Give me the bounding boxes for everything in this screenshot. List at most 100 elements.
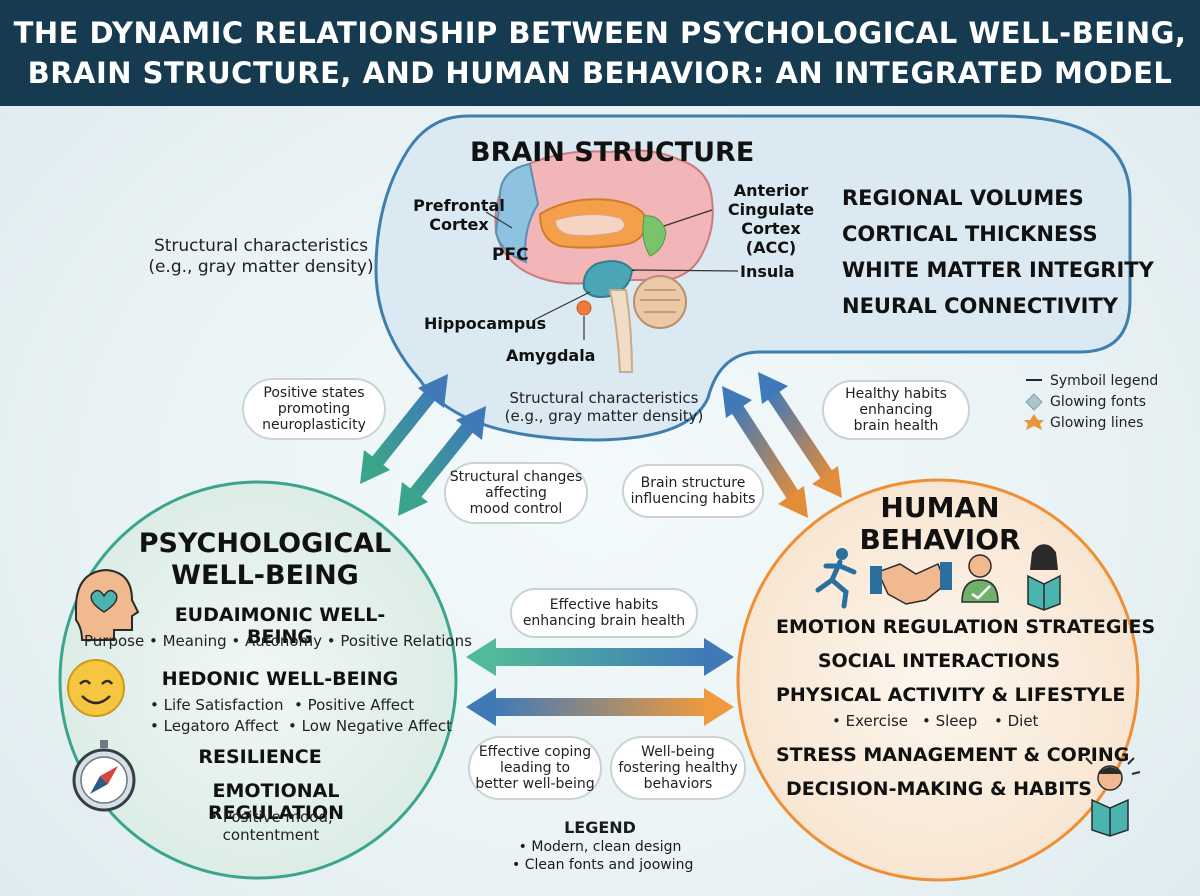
metric-cortical-thickness: CORTICAL THICKNESS: [842, 222, 1098, 246]
star-arrow-icon: [1024, 414, 1044, 430]
acc-label: Anterior Cingulate Cortex (ACC): [714, 181, 828, 257]
bubble-brain-influencing-line-1: Brain structure: [640, 475, 746, 491]
bubble-structural-changes-line-2: affecting: [485, 485, 547, 501]
lifestyle-diet: • Diet: [994, 712, 1039, 730]
bubble-effective-coping-line-1: Effective coping: [478, 744, 592, 760]
person-reading-icon: [1027, 544, 1061, 611]
symbol-legend-glowing-fonts: Glowing fonts: [1050, 393, 1147, 410]
arrow-wb-brain-1: [360, 374, 448, 484]
behavior-physical-activity: PHYSICAL ACTIVITY & LIFESTYLE: [776, 684, 1126, 706]
wellbeing-circle: [58, 480, 458, 880]
arrow-brain-behavior-1: [722, 386, 808, 518]
bubble-positive-states-line-1: Positive states: [263, 385, 365, 401]
legend-title: LEGEND: [564, 818, 636, 837]
hedonic-low-negative-affect: • Low Negative Affect: [288, 717, 452, 735]
brain-structure-heading: BRAIN STRUCTURE: [470, 137, 755, 168]
running-person-icon: [815, 548, 857, 609]
hippocampus-label: Hippocampus: [424, 314, 547, 333]
side-note-line-2: (e.g., gray matter density): [148, 257, 374, 277]
hedonic-life-satisfaction: • Life Satisfaction: [150, 696, 284, 714]
symbol-legend: Symboil legend Glowing fonts Glowing lin…: [1050, 370, 1158, 433]
head-heart-icon: [75, 568, 140, 641]
positive-mood-line-1: • Positive mood,: [209, 808, 333, 826]
bubble-healthy-habits-line-2: enhancing: [859, 402, 933, 418]
prefrontal-line-1: Prefrontal: [413, 196, 505, 215]
arrow-brain-behavior-2: [758, 372, 842, 498]
metric-neural-connectivity: NEURAL CONNECTIVITY: [842, 294, 1118, 318]
symbol-legend-title: Symboil legend: [1050, 372, 1159, 389]
title-line-1: THE DYNAMIC RELATIONSHIP BETWEEN PSYCHOL…: [13, 16, 1187, 50]
bubble-structural-changes-line-1: Structural changes: [449, 469, 583, 485]
prefrontal-cortex-label: Prefrontal Cortex: [411, 196, 507, 234]
legend-item-2: • Clean fonts and joowing: [512, 857, 694, 873]
handshake-icon: [870, 562, 952, 605]
prefrontal-line-2: Cortex: [429, 215, 489, 234]
bubble-effective-habits-line-2: enhancing brain health: [522, 613, 686, 629]
behavior-title-line-2: BEHAVIOR: [859, 523, 1021, 556]
wellbeing-title: PSYCHOLOGICAL WELL-BEING: [130, 528, 400, 592]
arrow-wb-brain-2: [398, 406, 486, 516]
bubble-effective-coping-line-2: leading to: [499, 760, 571, 776]
hedonic-positive-affect: • Positive Affect: [294, 696, 415, 714]
bubble-effective-coping-line-3: better well-being: [475, 776, 595, 792]
arrow-horizontal-bottom: [466, 688, 734, 726]
hedonic-legatoro-affect: • Legatoro Affect: [150, 717, 279, 735]
bubble-positive-states-line-3: neuroplasticity: [262, 417, 366, 433]
wellbeing-title-line-2: WELL-BEING: [171, 560, 359, 591]
structural-side-note: Structural characteristics (e.g., gray m…: [136, 236, 386, 278]
lifestyle-sleep: • Sleep: [922, 712, 978, 730]
brain-bottom-note-line-1: Structural characteristics: [509, 389, 699, 407]
legend-item-1: • Modern, clean design: [518, 839, 682, 855]
title-line-2: BRAIN STRUCTURE, AND HUMAN BEHAVIOR: AN …: [27, 56, 1173, 90]
stressed-reader-icon: [1085, 757, 1141, 837]
acc-line-2: Cingulate: [727, 200, 815, 219]
person-checkmark-icon: [961, 554, 999, 603]
diamond-icon: [1025, 393, 1043, 411]
bubble-wellbeing-fostering-line-1: Well-being: [641, 744, 715, 760]
brain-metrics-list: REGIONAL VOLUMES CORTICAL THICKNESS WHIT…: [842, 180, 1154, 324]
brain-bottom-note-line-2: (e.g., gray matter density): [504, 407, 704, 425]
wellbeing-title-line-1: PSYCHOLOGICAL: [138, 528, 392, 559]
arrow-horizontal-top: [466, 638, 734, 676]
lifestyle-exercise: • Exercise: [832, 712, 909, 730]
hedonic-heading: HEDONIC WELL-BEING: [161, 668, 399, 690]
behavior-emotion-regulation: EMOTION REGULATION STRATEGIES: [776, 616, 1156, 638]
brain-bottom-note: Structural characteristics (e.g., gray m…: [504, 389, 704, 425]
bubble-structural-changes-line-3: mood control: [469, 501, 563, 517]
resilience-heading: RESILIENCE: [198, 746, 322, 768]
behavior-circle: [736, 478, 1140, 882]
behavior-stress-management: STRESS MANAGEMENT & COPING: [776, 744, 1130, 766]
acc-line-1: Anterior: [733, 181, 809, 200]
metric-white-matter: WHITE MATTER INTEGRITY: [842, 258, 1154, 282]
behavior-social-interactions: SOCIAL INTERACTIONS: [817, 650, 1061, 672]
amygdala-label: Amygdala: [506, 346, 596, 365]
behavior-decision-making: DECISION-MAKING & HABITS: [786, 778, 1092, 800]
positive-mood-line-2: contentment: [222, 826, 320, 844]
side-note-line-1: Structural characteristics: [153, 236, 369, 256]
smiley-icon: [67, 659, 125, 717]
eudaimonic-heading: EUDAIMONIC WELL-BEING: [174, 604, 386, 648]
eudaimonic-items: Purpose • Meaning • Autonomy • Positive …: [84, 632, 472, 650]
title-banner: THE DYNAMIC RELATIONSHIP BETWEEN PSYCHOL…: [0, 0, 1200, 106]
pfc-label: PFC: [492, 245, 529, 265]
compass-icon: [72, 740, 136, 812]
bubble-healthy-habits-line-3: brain health: [853, 418, 939, 434]
bubble-healthy-habits-line-1: Healthy habits: [845, 386, 947, 402]
metric-regional-volumes: REGIONAL VOLUMES: [842, 186, 1084, 210]
insula-label: Insula: [740, 262, 795, 281]
bubble-positive-states-line-2: promoting: [277, 401, 351, 417]
symbol-legend-glowing-lines: Glowing lines: [1050, 414, 1144, 431]
bubble-brain-influencing-line-2: influencing habits: [630, 491, 756, 507]
brain-illustration: [494, 149, 714, 373]
acc-line-3: Cortex (ACC): [741, 219, 801, 257]
emotional-regulation-heading: EMOTIONAL REGULATION: [207, 780, 345, 824]
bubble-effective-habits-line-1: Effective habits: [549, 597, 659, 613]
behavior-title-line-1: HUMAN: [880, 491, 1000, 524]
